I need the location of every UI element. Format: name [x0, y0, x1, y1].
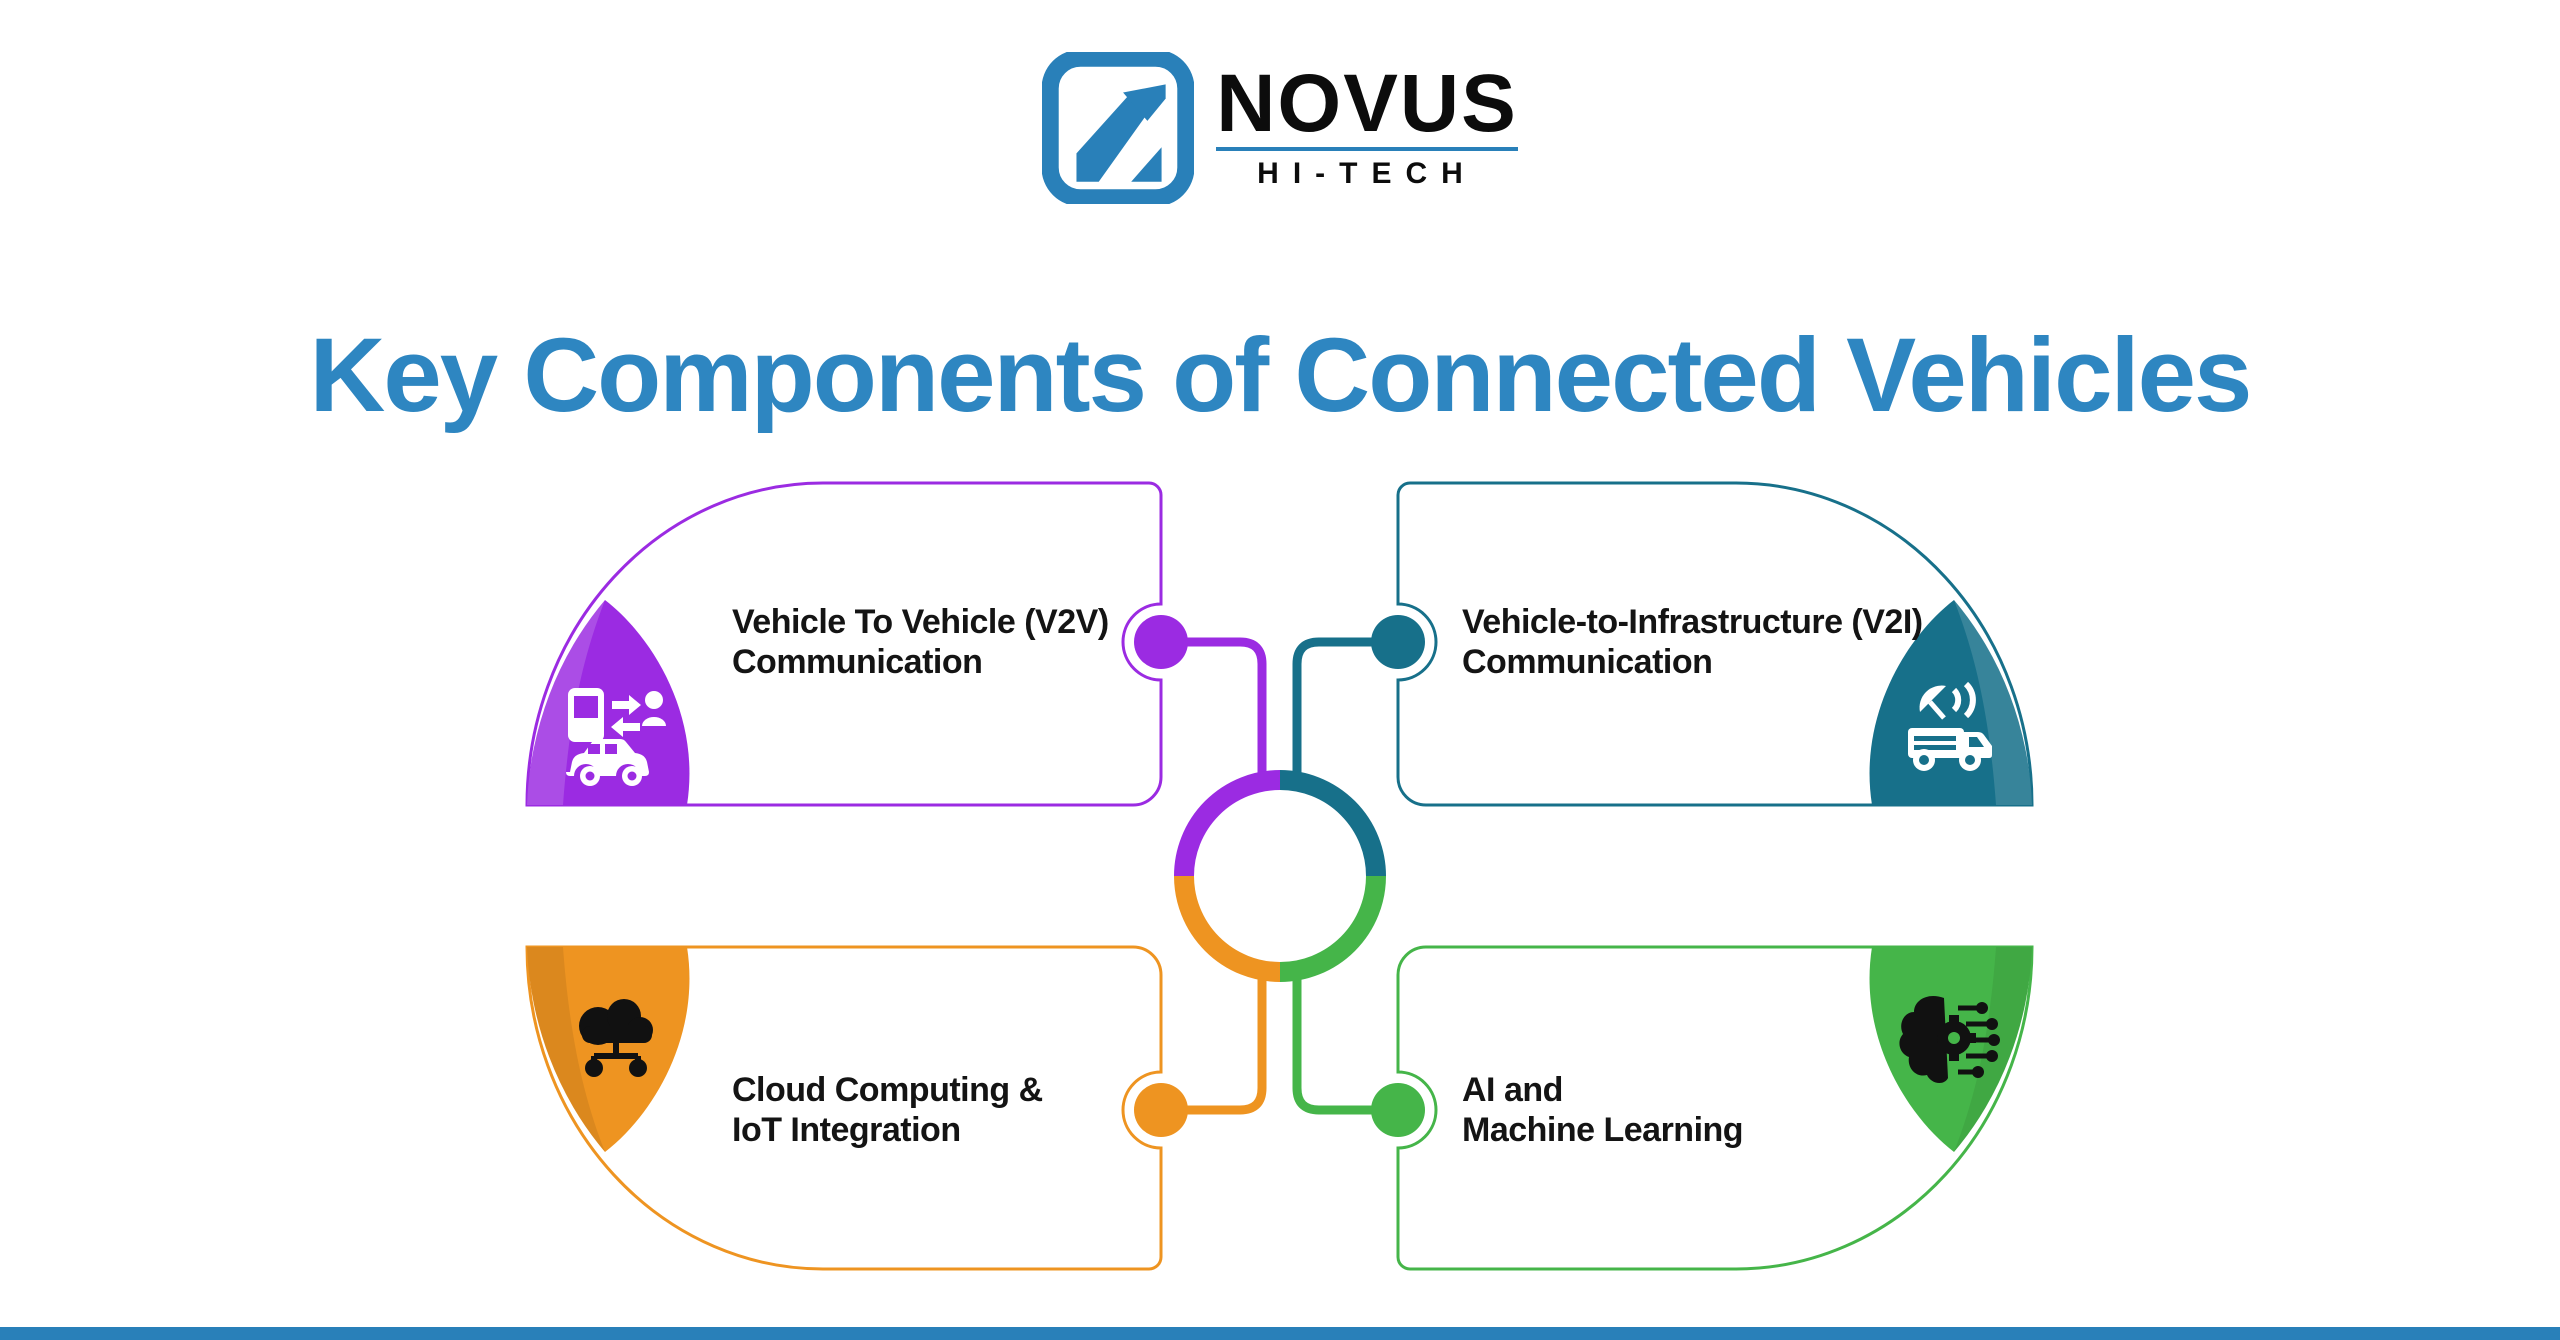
logo: NOVUS HI-TECH [0, 52, 2560, 204]
card-v2v-title: Vehicle To Vehicle (V2V) Communication [732, 602, 1109, 682]
card-ai-ml-title-line2: Machine Learning [1462, 1111, 1744, 1149]
phone-car-exchange-icon [566, 688, 666, 786]
brand-name: NOVUS [1216, 58, 1518, 150]
card-v2i-title-line1: Vehicle-to-Infrastructure (V2I) [1462, 603, 1923, 641]
card-v2i-title: Vehicle-to-Infrastructure (V2I) Communic… [1462, 602, 1923, 682]
card-v2i-title-line2: Communication [1462, 643, 1713, 681]
page-title: Key Components of Connected Vehicles [309, 317, 2253, 434]
footer-accent-bar [0, 1327, 2560, 1340]
novus-logo-icon [1042, 52, 1195, 204]
brand-divider [1216, 146, 1518, 151]
satellite-van-icon [1908, 681, 1992, 771]
card-v2v-title-line1: Vehicle To Vehicle (V2V) [732, 603, 1109, 641]
cloud-network-icon [579, 999, 653, 1077]
card-cloud-iot-title-line1: Cloud Computing & [732, 1071, 1043, 1109]
brand-subtitle: HI-TECH [1257, 156, 1477, 190]
card-cloud-iot-title: Cloud Computing & IoT Integration [732, 1070, 1043, 1150]
card-cloud-iot-title-line2: IoT Integration [732, 1111, 961, 1149]
card-ai-ml-title-line1: AI and [1462, 1071, 1563, 1109]
card-v2v-title-line2: Communication [732, 643, 983, 681]
card-ai-ml-title: AI and Machine Learning [1462, 1070, 1744, 1150]
brain-circuit-icon [1899, 995, 2000, 1084]
hub-ring [1174, 770, 1386, 982]
